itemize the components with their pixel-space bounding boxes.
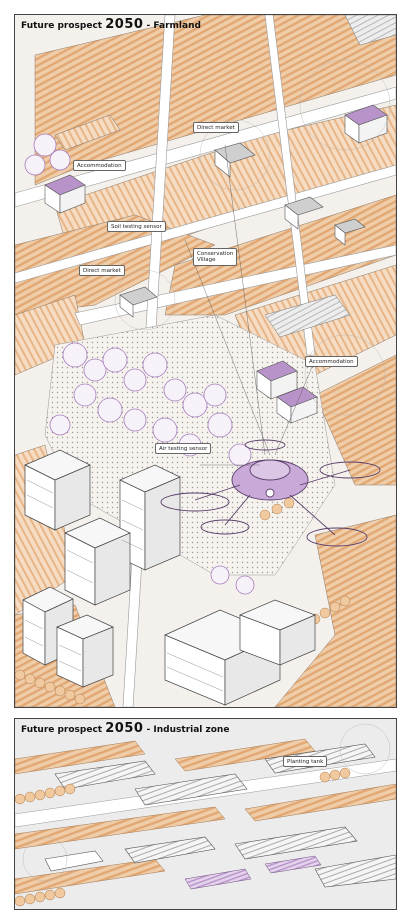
drone bbox=[160, 439, 381, 547]
label-soil-testing-sensor: Soil testing sensor bbox=[107, 221, 166, 233]
label-air-testing-sensor: Air testing sensor bbox=[155, 443, 212, 455]
label-planting-tank: Planting tank bbox=[283, 756, 328, 768]
industrial-illustration bbox=[15, 719, 396, 909]
greenhouses bbox=[54, 15, 396, 338]
planting-strips bbox=[15, 738, 396, 895]
industrial-tree-row bbox=[15, 767, 351, 907]
title-prefix: Future prospect bbox=[21, 725, 106, 735]
title-prefix: Future prospect bbox=[21, 21, 106, 31]
label-accommodation-1: Accommodation bbox=[73, 160, 126, 172]
industrial-illustration-panel: Future prospect 2050 - Industrial zone P… bbox=[14, 718, 397, 910]
label-accommodation-2: Accommodation bbox=[305, 356, 358, 368]
label-conservation-village: Conservation Village bbox=[193, 248, 238, 266]
apartment-blocks bbox=[22, 449, 316, 706]
farm-houses bbox=[44, 104, 388, 424]
range-circles bbox=[114, 59, 391, 416]
planting-tanks bbox=[184, 855, 322, 890]
drone-signal-lines bbox=[184, 144, 316, 466]
label-direct-market-2: Direct market bbox=[79, 265, 125, 277]
label-direct-market-1: Direct market bbox=[193, 122, 239, 134]
title-suffix: - Farmland bbox=[143, 21, 201, 31]
title-year: 2050 bbox=[105, 17, 144, 32]
industrial-panel-title: Future prospect 2050 - Industrial zone bbox=[21, 721, 229, 736]
title-suffix: - Industrial zone bbox=[143, 725, 230, 735]
farmland-panel-title: Future prospect 2050 - Farmland bbox=[21, 17, 201, 32]
farmland-illustration-panel: Future prospect 2050 - Farmland Direct m… bbox=[14, 14, 397, 708]
title-year: 2050 bbox=[105, 721, 144, 736]
